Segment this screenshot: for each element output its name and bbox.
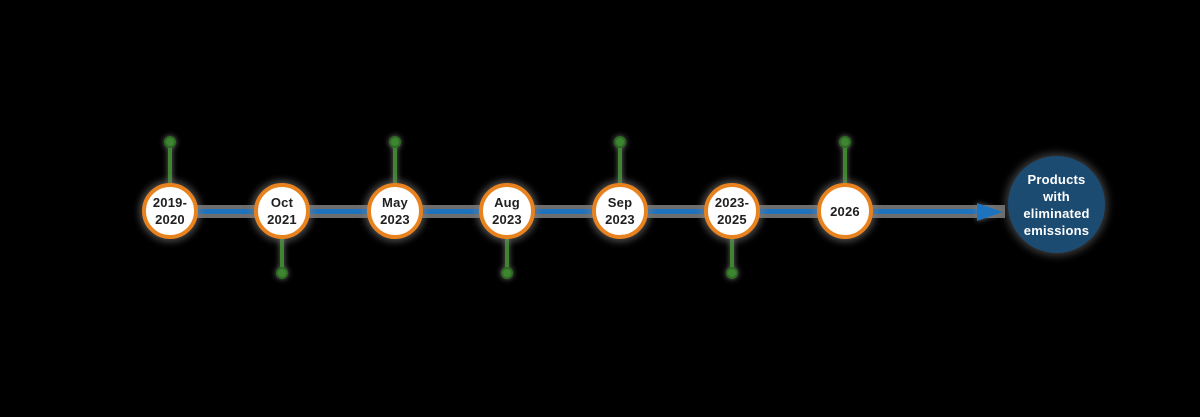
pin-head-icon (726, 267, 738, 279)
pin-marker (367, 130, 423, 290)
milestone-label: 2023- (714, 195, 750, 210)
milestone-label: Aug (494, 195, 520, 210)
end-goal-label: Products with eliminated emissions (1023, 171, 1090, 238)
timeline-node: Oct 2021 (254, 183, 310, 239)
timeline-node: 2019- 2020 (142, 183, 198, 239)
pin-head-icon (276, 267, 288, 279)
milestone-label: 2021 (267, 212, 297, 227)
pin-stem (393, 146, 397, 184)
pin-stem (505, 237, 509, 270)
milestone-label: 2023 (492, 212, 522, 227)
milestone-2019-2020: 2019- 2020 (142, 130, 198, 290)
pin-marker (254, 130, 310, 290)
pin-stem (730, 237, 734, 270)
pin-marker (479, 130, 535, 290)
milestone-label: May (382, 195, 408, 210)
pin-marker (817, 130, 873, 290)
end-goal-node: Products with eliminated emissions (1008, 156, 1105, 253)
milestone-2023-2025: 2023- 2025 (704, 130, 760, 290)
timeline-node: 2026 (817, 183, 873, 239)
milestone-label: Oct (270, 195, 294, 210)
milestone-label: 2025 (717, 212, 747, 227)
pin-head-icon (389, 136, 401, 148)
pin-stem (280, 237, 284, 270)
pin-marker (592, 130, 648, 290)
timeline-node: 2023- 2025 (704, 183, 760, 239)
timeline-node: Aug 2023 (479, 183, 535, 239)
milestone-oct-2021: Oct 2021 (254, 130, 310, 290)
pin-stem (618, 146, 622, 184)
milestone-label: Sep (607, 195, 633, 210)
pin-head-icon (839, 136, 851, 148)
pin-head-icon (614, 136, 626, 148)
pin-marker (704, 130, 760, 290)
milestone-label: 2026 (830, 203, 860, 219)
timeline-node: May 2023 (367, 183, 423, 239)
pin-stem (168, 146, 172, 184)
milestone-label: 2023 (380, 212, 410, 227)
milestone-label: 2023 (605, 212, 635, 227)
pin-stem (843, 146, 847, 184)
milestone-sep-2023: Sep 2023 (592, 130, 648, 290)
milestone-label: 2020 (155, 212, 185, 227)
timeline-line (170, 209, 979, 214)
milestone-aug-2023: Aug 2023 (479, 130, 535, 290)
pin-head-icon (164, 136, 176, 148)
milestone-label: 2019- (152, 195, 188, 210)
pin-head-icon (501, 267, 513, 279)
pin-marker (142, 130, 198, 290)
arrow-right-icon (977, 203, 1003, 221)
milestone-may-2023: May 2023 (367, 130, 423, 290)
timeline-node: Sep 2023 (592, 183, 648, 239)
milestone-2026: 2026 (817, 130, 873, 290)
